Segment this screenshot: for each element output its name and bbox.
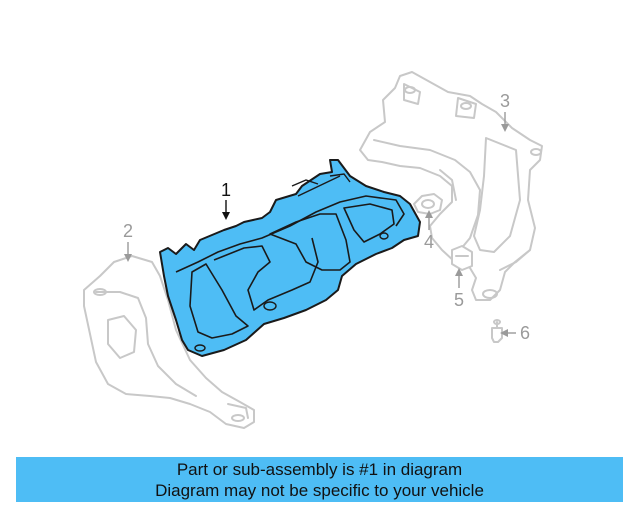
callout-4-number: 4 [424, 232, 434, 252]
caption-line-2: Diagram may not be specific to your vehi… [155, 480, 484, 500]
callout-4: 4 [424, 210, 434, 252]
callout-2: 2 [123, 221, 133, 262]
part-4-grommet [413, 193, 443, 215]
caption-line-1: Part or sub-assembly is #1 in diagram [176, 459, 463, 479]
callout-1-number: 1 [221, 180, 231, 200]
callout-3-number: 3 [500, 91, 510, 111]
part-5-clip [451, 245, 473, 271]
parts-diagram: 1 2 3 4 5 6 [83, 71, 543, 429]
part-6-bolt [491, 319, 503, 343]
callout-5-number: 5 [454, 290, 464, 310]
caption-banner: Part or sub-assembly is #1 in diagram Di… [16, 457, 623, 502]
part-3-bracket [359, 71, 543, 301]
callout-2-number: 2 [123, 221, 133, 241]
callout-1: 1 [221, 180, 231, 220]
part-1-shield [159, 159, 421, 357]
callout-6-number: 6 [520, 323, 530, 343]
callout-3: 3 [500, 91, 510, 132]
callout-5: 5 [454, 268, 464, 310]
callout-6: 6 [500, 323, 530, 343]
part-2-bracket [83, 255, 255, 429]
